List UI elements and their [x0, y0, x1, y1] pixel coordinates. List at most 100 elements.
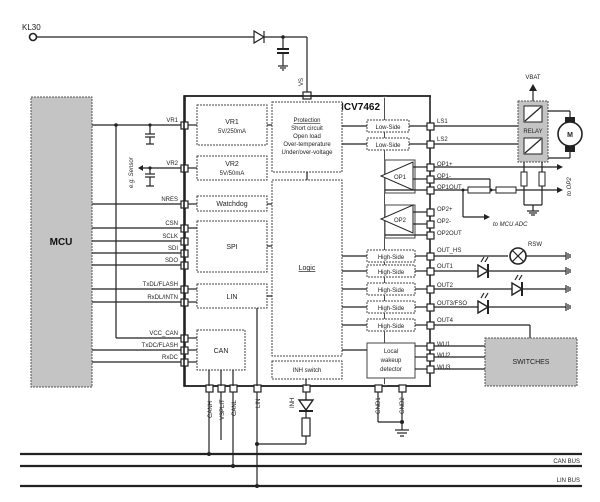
op1-amplifier-icon: OP1: [379, 159, 428, 194]
pin-label-out-hs: OUT_HS: [437, 248, 461, 254]
spi-block: SPI: [196, 220, 268, 273]
pin-label-ls2: LS2: [437, 137, 448, 143]
pin-label-rxdc: RxDC: [162, 355, 179, 361]
kl30-supply: KL30 VS: [22, 23, 308, 96]
logic-block: Logic: [271, 179, 343, 357]
high-side-label: High-Side: [378, 324, 405, 330]
rsw-label: RSW: [528, 242, 542, 248]
pin-label-vr2: VR2: [166, 161, 178, 167]
inh-diode-icon: [297, 399, 315, 412]
pin-label-wu1: WU1: [437, 342, 451, 348]
pin-label-gnd2: GND2: [400, 397, 406, 414]
spi-label: SPI: [226, 244, 237, 251]
vbat-arrow-icon: [529, 84, 537, 91]
to-op2-label: to OP2: [567, 177, 573, 196]
relay-motor-circuit: RELAY VBAT M: [434, 75, 583, 228]
pin-label-txdc-flash: TxDC/FLASH: [142, 343, 178, 349]
high-side-label: High-Side: [378, 270, 405, 276]
mcu-block: MCU: [30, 96, 93, 388]
can-label: CAN: [214, 348, 229, 355]
left-pins: VR1 VR2 NRES CSN SCLK SDI SDO TxDL/FLASH…: [142, 118, 189, 367]
low-side-label: Low-Side: [375, 143, 401, 149]
pin-label-sclk: SCLK: [162, 234, 178, 240]
protection-line: Over-temperature: [283, 142, 331, 148]
protection-line: Open load: [293, 134, 321, 140]
pin-label-lin: LIN: [256, 399, 262, 408]
pin-label-out3-fso: OUT3/FSO: [437, 301, 467, 307]
pin-label-ls1: LS1: [437, 119, 448, 125]
high-side-label: High-Side: [378, 288, 405, 294]
low-side-drivers: Low-Side Low-Side: [342, 119, 428, 151]
pin-label-out4: OUT4: [437, 318, 454, 324]
pin-label-out1: OUT1: [437, 264, 454, 270]
mcu-wiring: e.g. Sensor: [92, 123, 182, 363]
pin-label-txdl-flash: TxDL/FLASH: [143, 282, 178, 288]
pin-label-op1-plus: OP1+: [437, 162, 453, 168]
sensor-label: e.g. Sensor: [129, 156, 135, 188]
right-pins: LS1 LS2 OP1+ OP1- OP1OUT OP2+ OP2- OP2OU…: [426, 119, 467, 374]
vbat-label: VBAT: [525, 75, 541, 81]
high-side-label: High-Side: [378, 255, 405, 261]
protection-title: Protection: [293, 118, 320, 124]
pin-label-csn: CSN: [165, 221, 178, 227]
vr1-title: VR1: [225, 119, 239, 126]
to-mcu-adc-label: to MCU ADC: [493, 222, 528, 228]
wakeup-label: detector: [380, 367, 402, 373]
watchdog-block: Watchdog: [196, 195, 268, 212]
bottom-pins: CANH VSPLIT CANL LIN INH GND1 GND2: [205, 308, 407, 420]
vr1-spec: 5V/250mA: [218, 129, 246, 135]
supply-diode-icon: [253, 29, 266, 45]
pin-label-op2-minus: OP2-: [437, 219, 451, 225]
relay-block: RELAY: [517, 100, 549, 163]
pin-label-op2out: OP2OUT: [437, 231, 462, 237]
supply-capacitor-icon: [277, 37, 289, 71]
high-side-drivers: High-Side High-Side High-Side High-Side …: [342, 249, 428, 332]
pin-label-nres: NRES: [161, 197, 178, 203]
logic-label: Logic: [299, 265, 316, 272]
pin-label-op1out: OP1OUT: [437, 185, 462, 191]
chip-name: NCV7462: [337, 102, 381, 113]
bus-wiring: [207, 392, 409, 488]
vs-pin-label: VS: [299, 78, 305, 86]
can-block: CAN: [196, 329, 246, 371]
protection-line: Short circuit: [291, 126, 323, 132]
pin-label-op1-minus: OP1-: [437, 174, 451, 180]
vr2-spec: 5V/50mA: [220, 171, 245, 177]
low-side-label: Low-Side: [375, 125, 401, 131]
bus-lines: CAN BUS LIN BUS: [20, 452, 582, 488]
pin-label-inh: INH: [290, 398, 296, 408]
pin-label-wu3: WU3: [437, 365, 451, 371]
internal-blocks: VR1 5V/250mA VR2 5V/50mA Protection Shor…: [188, 101, 343, 380]
led-out3-icon: [477, 292, 490, 315]
pin-label-op2-plus: OP2+: [437, 207, 453, 213]
pin-label-canh: CANH: [208, 401, 214, 418]
pin-label-vcc-can: VCC_CAN: [149, 331, 178, 337]
ground-icon: [395, 429, 409, 437]
pin-label-out2: OUT2: [437, 283, 454, 289]
lin-bus-label: LIN BUS: [557, 478, 580, 484]
inh-resistor-icon: [301, 417, 311, 437]
pin-label-sdo: SDO: [165, 258, 178, 264]
vr1-block: VR1 5V/250mA: [196, 104, 268, 146]
inh-switch-label: INH switch: [293, 368, 322, 374]
vr2-title: VR2: [225, 161, 239, 168]
can-bus-label: CAN BUS: [553, 459, 580, 465]
wakeup-detector-block: Local wakeup detector: [342, 342, 428, 379]
pin-label-gnd1: GND1: [376, 397, 382, 414]
pin-label-canl: CANL: [232, 399, 238, 416]
inh-switch-block: INH switch: [271, 360, 343, 380]
vr2-block: VR2 5V/50mA: [196, 155, 268, 181]
motor-icon: M: [557, 117, 583, 152]
pin-label-vr1: VR1: [166, 118, 178, 124]
op2-label: OP2: [394, 218, 407, 224]
switches-label: SWITCHES: [513, 359, 550, 366]
protection-line: Under/over-voltage: [281, 150, 333, 156]
wakeup-label: Local: [384, 349, 398, 355]
mcu-label: MCU: [50, 237, 73, 248]
op2-amplifier-icon: OP2: [379, 204, 428, 239]
output-loads: RSW: [434, 242, 571, 338]
rsw-lamp-icon: [509, 247, 527, 265]
kl30-terminal-icon: [28, 32, 38, 42]
watchdog-label: Watchdog: [216, 201, 247, 208]
